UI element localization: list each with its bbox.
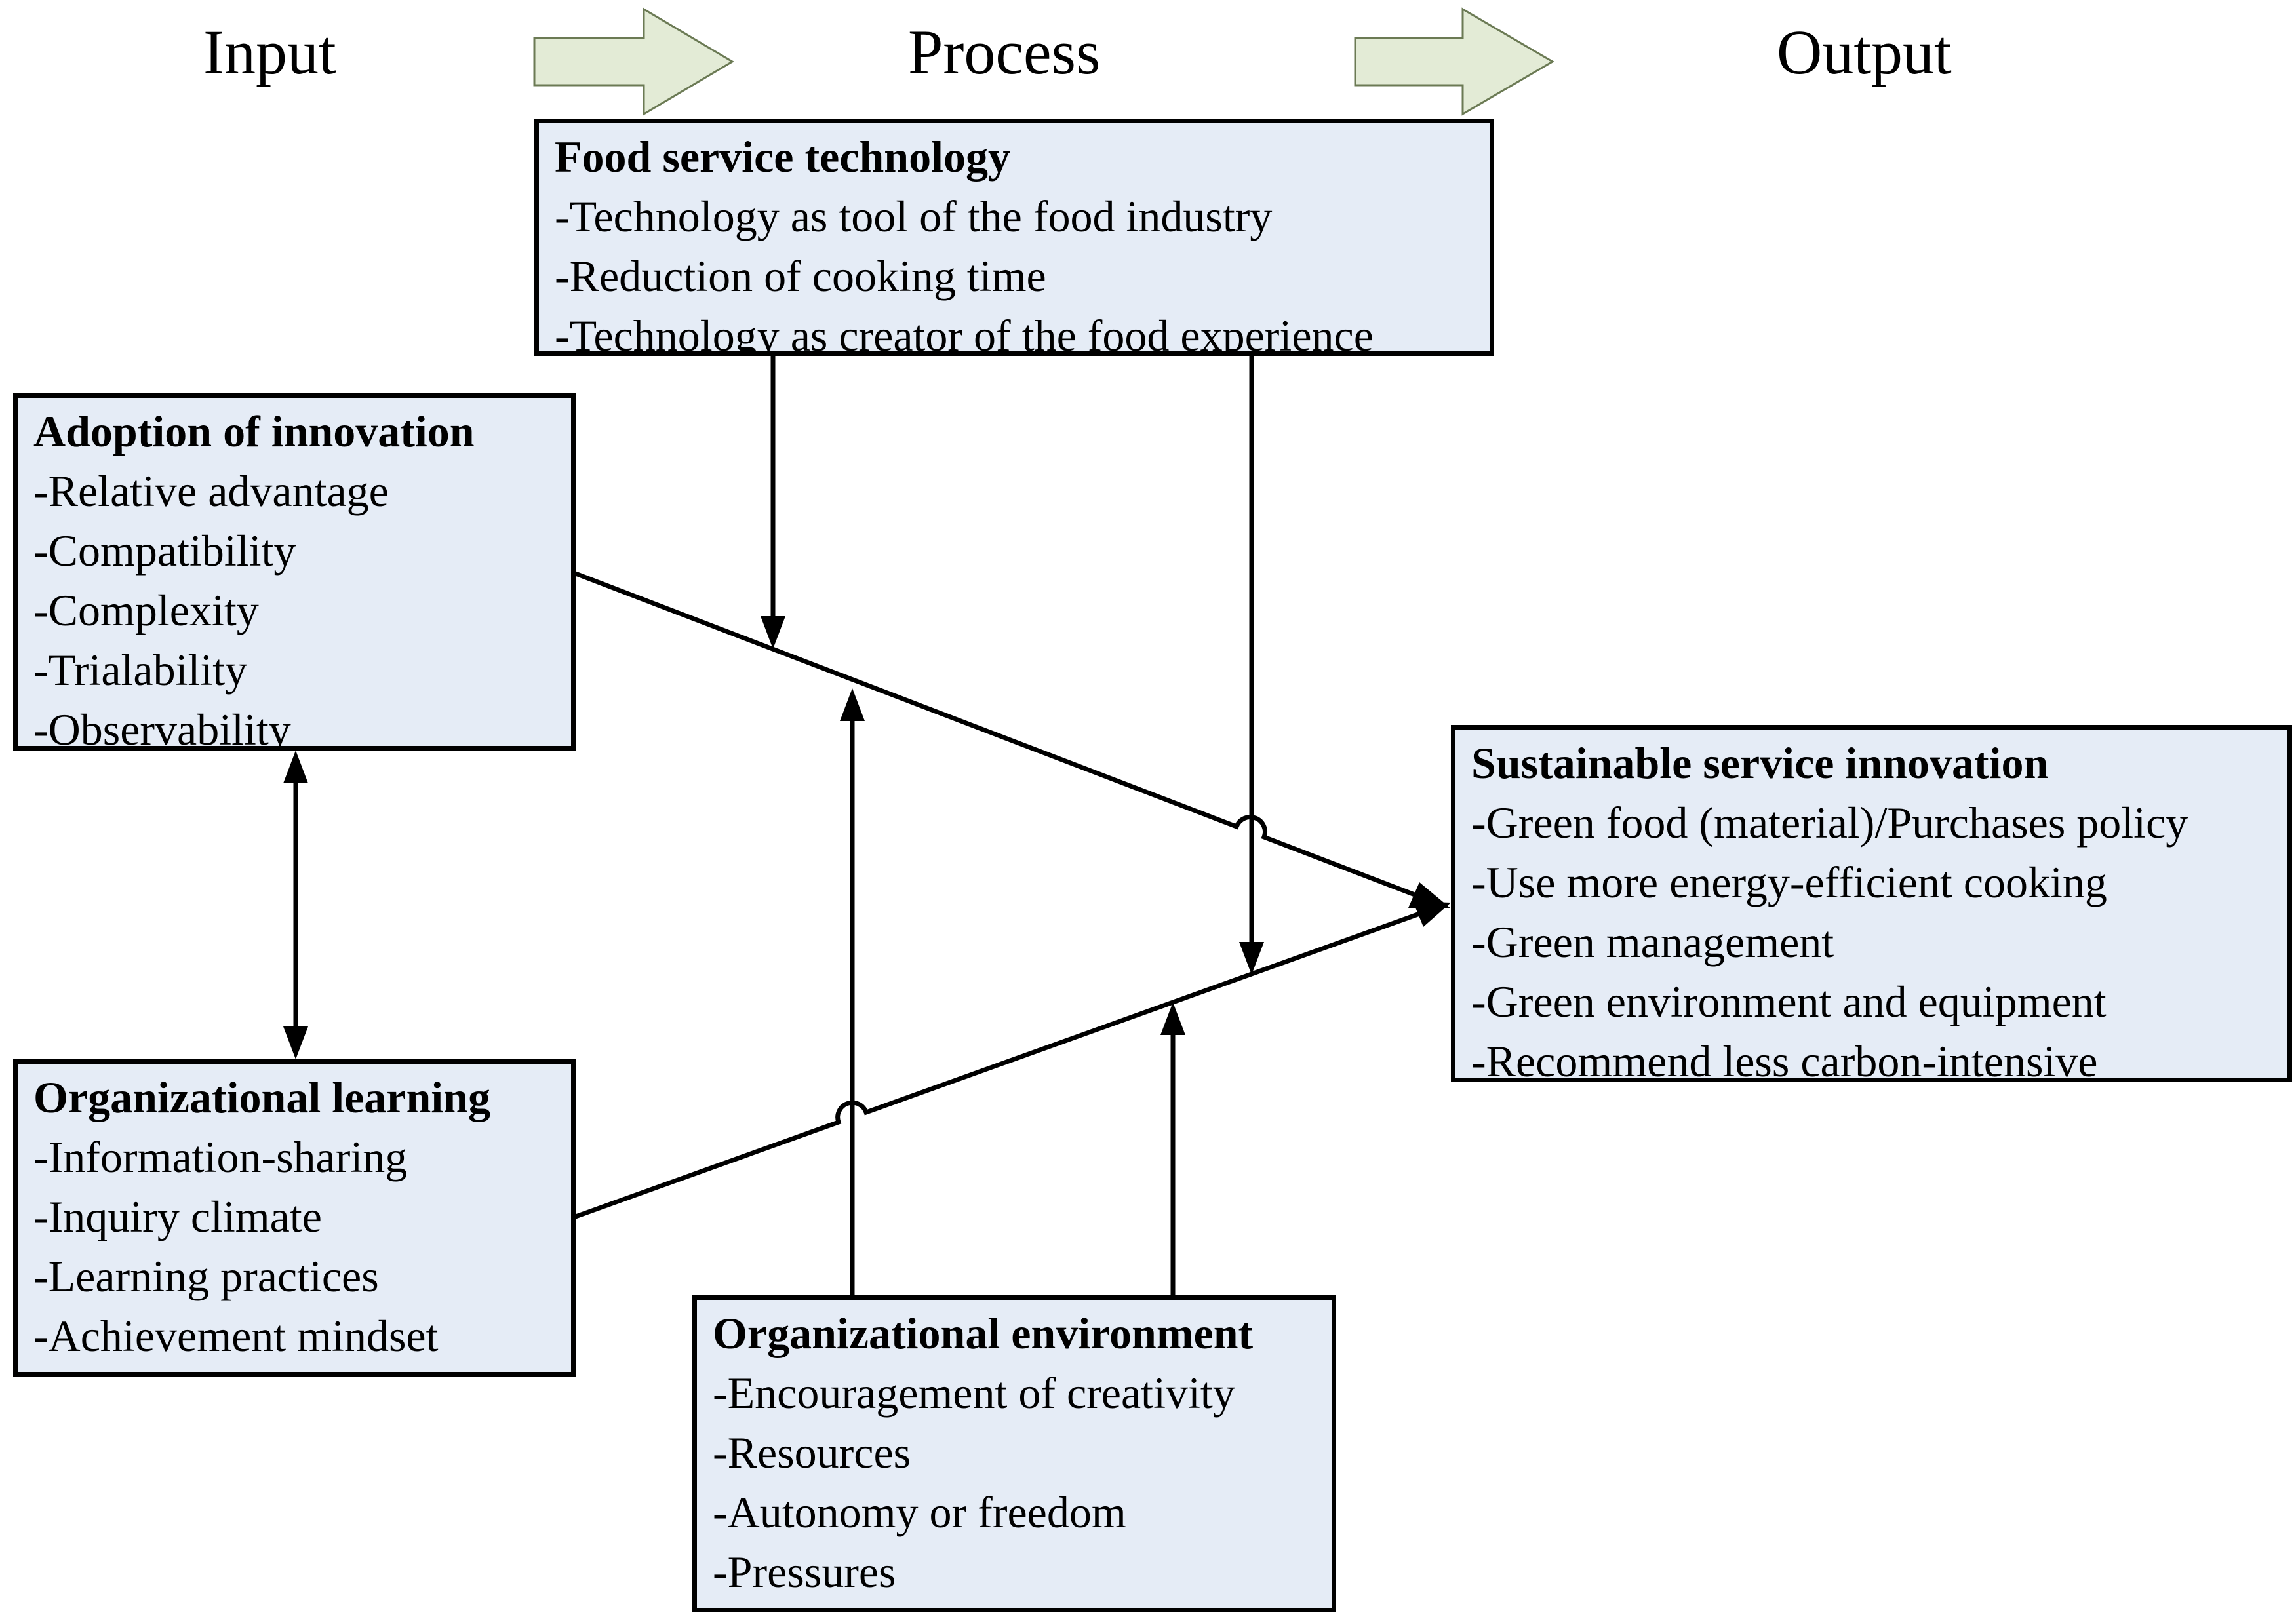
box-item: -Recommend less carbon-intensive <box>1471 1036 2098 1082</box>
arrowhead-environment-to-adoption-path <box>840 688 865 721</box>
arrowhead-down-to-learning <box>283 1026 308 1059</box>
box-item: -Technology as tool of the food industry <box>555 191 1273 241</box>
box-item: -Encouragement of creativity <box>713 1368 1235 1418</box>
box-item: -Inquiry climate <box>33 1192 322 1241</box>
box-item: -Green food (material)/Purchases policy <box>1471 798 2188 848</box>
box-item: -Reduction of cooking time <box>555 251 1046 301</box>
box-title: Food service technology <box>555 132 1010 182</box>
box-item: -Technology as creator of the food exper… <box>555 311 1374 356</box>
box-title: Sustainable service innovation <box>1471 738 2049 788</box>
arrowhead-learning-to-sustainable <box>1413 901 1451 927</box>
arrowhead-up-to-adoption <box>283 751 308 783</box>
box-title: Organizational learning <box>33 1072 490 1122</box>
box-item: -Information-sharing <box>33 1132 408 1182</box>
box-item: -Achievement mindset <box>33 1311 439 1361</box>
phase-label-input: Input <box>203 17 336 87</box>
box-item: -Learning practices <box>33 1251 379 1301</box>
box-title: Organizational environment <box>713 1308 1254 1358</box>
box-organizational-learning: Organizational learning -Information-sha… <box>13 1059 576 1377</box>
box-item: -Use more energy-efficient cooking <box>1471 857 2107 907</box>
box-item: -Compatibility <box>33 526 296 576</box>
box-item: -Observability <box>33 705 291 751</box>
box-organizational-environment: Organizational environment -Encouragemen… <box>692 1295 1336 1612</box>
box-title: Adoption of innovation <box>33 406 475 456</box>
box-sustainable-service-innovation: Sustainable service innovation -Green fo… <box>1451 725 2292 1082</box>
line-learning-to-sustainable <box>574 910 1423 1219</box>
box-item: -Green management <box>1471 917 1834 967</box>
box-adoption-of-innovation: Adoption of innovation -Relative advanta… <box>13 393 576 751</box>
arrowhead-environment-to-learning-path <box>1160 1002 1185 1035</box>
arrowhead-food-to-adoption-path <box>761 616 785 649</box>
box-item: -Autonomy or freedom <box>713 1487 1126 1537</box>
box-item: -Relative advantage <box>33 466 389 516</box>
box-item: -Resources <box>713 1428 911 1477</box>
flow-arrow-input-process <box>533 7 734 116</box>
flow-arrow-process-output <box>1354 7 1554 116</box>
box-item: -Trialability <box>33 645 248 695</box>
phase-label-process: Process <box>908 17 1101 87</box>
box-food-service-technology: Food service technology -Technology as t… <box>534 119 1494 356</box>
line-adoption-to-sustainable <box>574 571 1423 900</box>
box-item: -Green environment and equipment <box>1471 977 2107 1026</box>
box-item: -Complexity <box>33 585 259 635</box>
arrowhead-food-to-learning-path <box>1239 942 1264 975</box>
phase-label-output: Output <box>1777 17 1952 87</box>
box-item: -Pressures <box>713 1547 896 1597</box>
